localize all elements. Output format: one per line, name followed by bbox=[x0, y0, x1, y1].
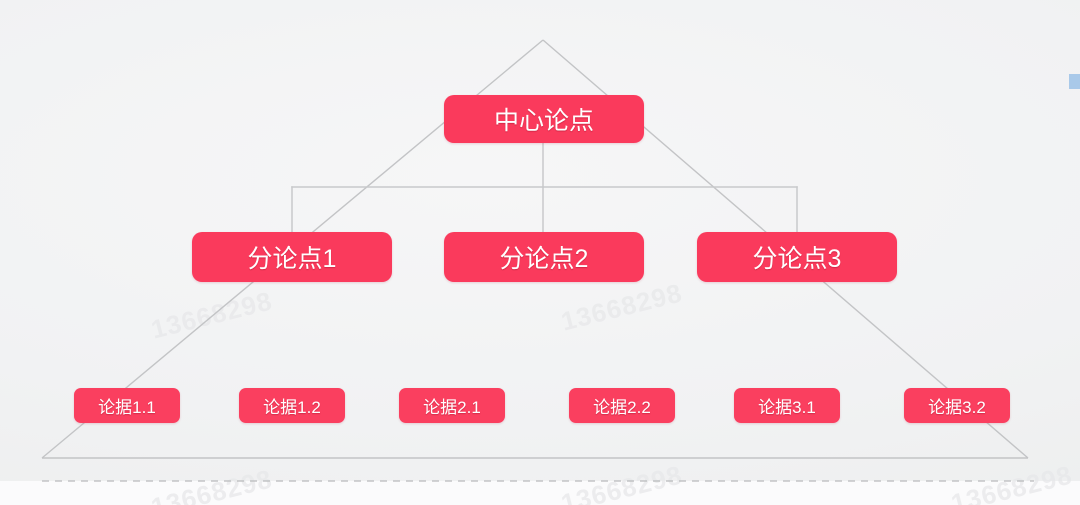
node-label: 分论点2 bbox=[499, 245, 589, 273]
node-sub-argument-2[interactable]: 分论点2 bbox=[444, 232, 644, 282]
background-lower-band bbox=[0, 481, 1080, 505]
node-evidence-2-2[interactable]: 论据2.2 bbox=[569, 388, 675, 423]
node-label: 论据2.1 bbox=[423, 398, 481, 417]
node-label: 分论点1 bbox=[247, 245, 337, 273]
node-label: 中心论点 bbox=[493, 107, 594, 135]
node-evidence-2-1[interactable]: 论据2.1 bbox=[399, 388, 505, 423]
node-evidence-3-2[interactable]: 论据3.2 bbox=[904, 388, 1010, 423]
node-label: 论据1.2 bbox=[263, 398, 321, 417]
node-evidence-1-2[interactable]: 论据1.2 bbox=[239, 388, 345, 423]
node-label: 论据3.1 bbox=[758, 398, 816, 417]
node-sub-argument-3[interactable]: 分论点3 bbox=[697, 232, 897, 282]
node-label: 论据2.2 bbox=[593, 398, 651, 417]
node-label: 论据3.2 bbox=[928, 398, 986, 417]
node-label: 分论点3 bbox=[752, 245, 842, 273]
node-central-thesis[interactable]: 中心论点 bbox=[444, 95, 644, 143]
node-label: 论据1.1 bbox=[98, 398, 156, 417]
node-evidence-1-1[interactable]: 论据1.1 bbox=[74, 388, 180, 423]
tree-connectors bbox=[291, 142, 798, 233]
blue-accent-chip bbox=[1069, 74, 1080, 89]
node-sub-argument-1[interactable]: 分论点1 bbox=[192, 232, 392, 282]
node-evidence-3-1[interactable]: 论据3.1 bbox=[734, 388, 840, 423]
